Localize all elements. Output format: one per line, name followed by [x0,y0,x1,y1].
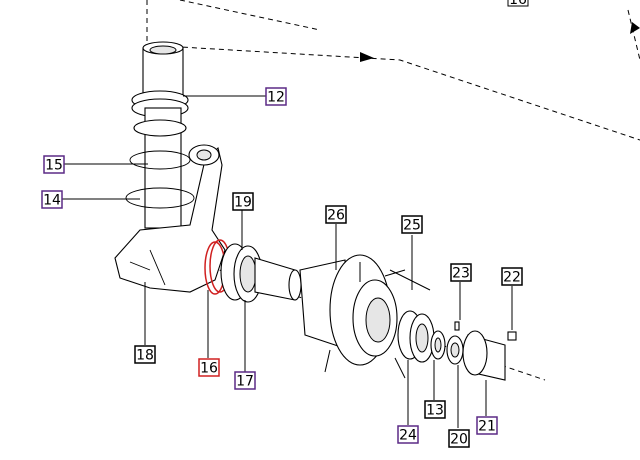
callout-number-13: 13 [426,403,444,419]
steering-knuckle [114,144,226,293]
callout-23: 23 [450,263,472,282]
callout-number-18: 18 [136,348,154,364]
callout-number-16: 16 [200,361,218,377]
callout-number-22: 22 [503,270,521,286]
top-dashed-lines [146,0,640,141]
callout-16: 16 [198,358,220,377]
callout-box-19 [232,192,254,211]
callout-box-13 [424,400,446,419]
callout-22: 22 [501,267,523,286]
top-corner-label-text: 16 [509,0,527,8]
callout-26: 26 [325,205,347,224]
callout-box-14 [41,190,63,209]
callout-box-17 [234,371,256,390]
callout-17: 17 [234,371,256,390]
callout-25: 25 [401,215,423,234]
top-corner-label: 16 [507,0,529,8]
callout-19: 19 [232,192,254,211]
callout-number-25: 25 [403,218,421,234]
callout-15: 15 [43,155,65,174]
callout-box-21 [476,416,498,435]
callout-13: 13 [424,400,446,419]
outer-bearing [397,310,435,363]
castle-nut [446,335,464,365]
callout-24: 24 [397,425,419,444]
callout-box-23 [450,263,472,282]
grease-nipple [507,331,517,341]
callout-number-19: 19 [234,195,252,211]
callout-21: 21 [476,416,498,435]
wheel-hub [299,254,431,379]
callout-12: 12 [265,87,287,106]
callout-number-23: 23 [452,266,470,282]
callout-number-21: 21 [478,419,496,435]
washer [430,330,446,360]
callout-box-25 [401,215,423,234]
callout-14: 14 [41,190,63,209]
callout-box-18 [134,345,156,364]
callout-18: 18 [134,345,156,364]
callout-labels: 12 15 14 19 26 25 23 22 18 16 17 24 13 20 21 [41,87,523,448]
callout-number-26: 26 [327,208,345,224]
callout-number-24: 24 [399,428,417,444]
callout-box-24 [397,425,419,444]
callout-box-26 [325,205,347,224]
leader-lines [62,95,513,428]
callout-box-15 [43,155,65,174]
callout-box-22 [501,267,523,286]
spindle-stub [254,257,302,301]
kingpin-shaft [125,41,195,229]
callout-box-16 [198,358,220,377]
callout-box-12 [265,87,287,106]
callout-number-14: 14 [43,193,61,209]
cotter-pin [454,321,460,331]
hub-cap [462,330,506,381]
callout-20: 20 [448,429,470,448]
callout-number-20: 20 [450,432,468,448]
callout-number-15: 15 [45,158,63,174]
callout-number-12: 12 [267,90,285,106]
callout-box-20 [448,429,470,448]
callout-number-17: 17 [236,374,254,390]
